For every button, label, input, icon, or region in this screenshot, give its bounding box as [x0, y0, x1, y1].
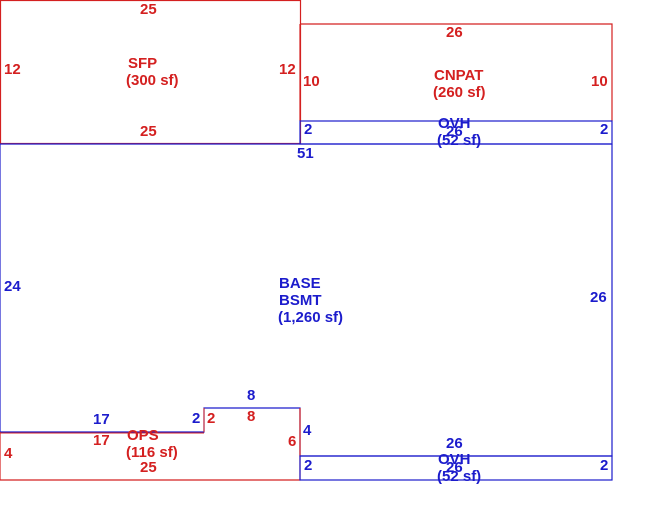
base-lower-left-dim: 17 [93, 411, 110, 428]
ops-step-left-dim: 2 [207, 410, 216, 427]
ovh-top-left-dim: 2 [304, 121, 313, 138]
cnpat-outline [300, 23, 613, 121]
cnpat-size: (260 sf) [433, 84, 486, 101]
ovh-top-right-dim: 2 [600, 121, 609, 138]
ovh-bottom-right-dim: 2 [600, 457, 609, 474]
ovh-top-size: (52 sf) [437, 132, 482, 149]
base-step-right-dim: 4 [303, 422, 312, 439]
cnpat-left-dim: 10 [303, 73, 320, 90]
ovh-bottom-top-dim: 26 [446, 435, 463, 452]
base-left-dim: 24 [4, 278, 21, 295]
ovh-bottom-dim: 26 [446, 459, 463, 476]
sfp-top-dim: 25 [140, 1, 157, 18]
ops-bottom-dim: 25 [140, 459, 157, 476]
ovh-bottom-name: OVH [438, 451, 471, 468]
ovh-top-name: OVH [438, 115, 471, 132]
base-size: (1,260 sf) [278, 309, 344, 326]
ovh-bottom-left-dim: 2 [304, 457, 313, 474]
cnpat-top-dim: 26 [446, 24, 463, 41]
ops-top-dim: 17 [93, 432, 110, 449]
base-name-line1: BASE [279, 275, 321, 292]
ops-left-dim: 4 [4, 445, 13, 462]
base-step-top-dim: 8 [247, 387, 256, 404]
sfp-right-dim: 12 [279, 61, 296, 78]
base-top-dim: 51 [297, 145, 314, 162]
ops-right-dim: 6 [288, 433, 297, 450]
ops-size: (116 sf) [126, 444, 178, 461]
ovh-bottom-outline [299, 455, 613, 481]
ops-outline [0, 408, 301, 481]
sfp-left-dim: 12 [4, 61, 21, 78]
sfp-size: (300 sf) [126, 72, 179, 89]
ovh-bottom-size: (52 sf) [437, 468, 482, 485]
sfp-bottom-dim: 25 [140, 123, 157, 140]
sfp-name: SFP [128, 55, 158, 72]
cnpat-right-dim: 10 [591, 73, 608, 90]
ops-name: OPS [127, 427, 159, 444]
ovh-top-dim: 26 [446, 123, 463, 140]
base-step-left-dim: 2 [192, 410, 201, 427]
base-name-line2: BSMT [279, 292, 322, 309]
base-right-dim: 26 [590, 289, 607, 306]
ops-step-top-dim: 8 [247, 408, 256, 425]
cnpat-name: CNPAT [434, 67, 484, 84]
